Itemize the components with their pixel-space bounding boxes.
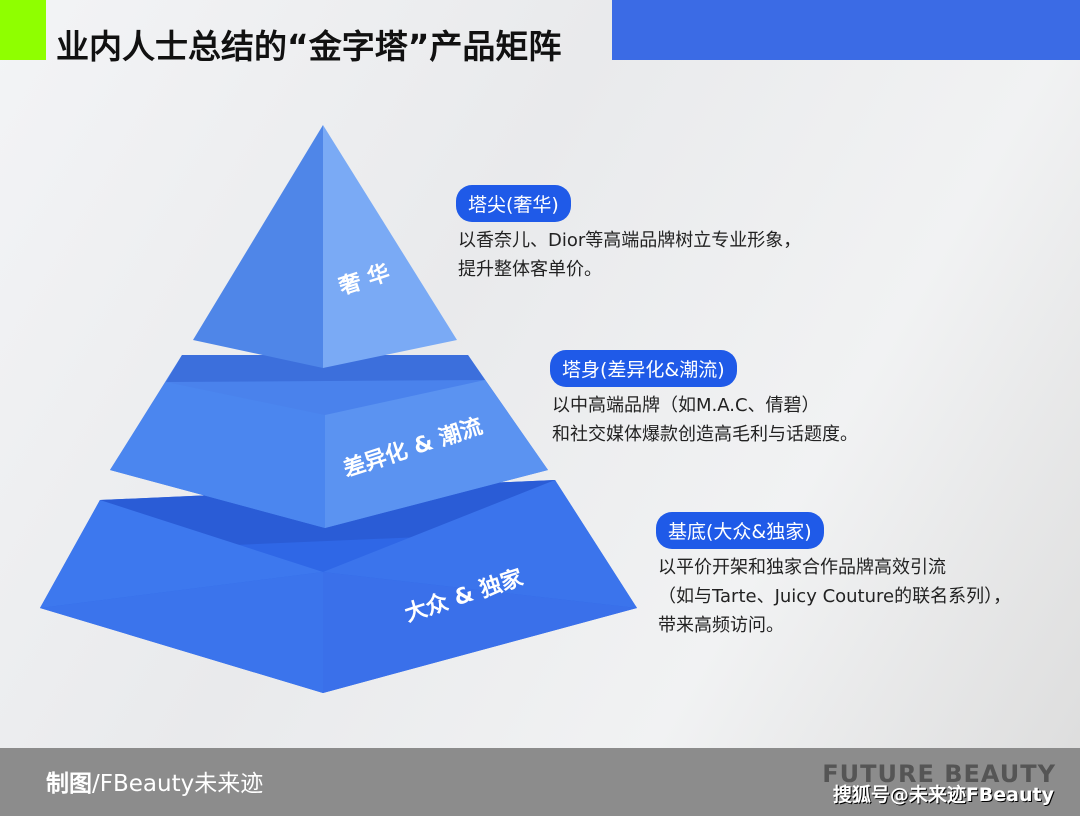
desc-line: 提升整体客单价。 [458, 259, 602, 280]
brand-logo: FUTURE BEAUTY [822, 760, 1056, 788]
desc-line: 以平价开架和独家合作品牌高效引流 [658, 557, 946, 578]
desc-line: 以中高端品牌（如M.A.C、倩碧） [552, 395, 820, 416]
credit-source: /FBeauty未来迹 [92, 771, 264, 797]
badge-base: 基底(大众&独家) [656, 512, 824, 549]
desc-middle: 以中高端品牌（如M.A.C、倩碧） 和社交媒体爆款创造高毛利与话题度。 [552, 391, 858, 449]
pyramid-top [193, 125, 457, 368]
desc-line: 和社交媒体爆款创造高毛利与话题度。 [552, 424, 858, 445]
credit: 制图/FBeauty未来迹 [46, 764, 263, 798]
badge-middle: 塔身(差异化&潮流) [550, 350, 737, 387]
header-bar [612, 0, 1080, 60]
desc-line: 带来高频访问。 [658, 615, 784, 636]
desc-top: 以香奈儿、Dior等高端品牌树立专业形象， 提升整体客单价。 [458, 226, 801, 284]
credit-label: 制图 [46, 771, 92, 797]
watermark: 搜狐号@未来迹FBeauty [832, 784, 1054, 806]
desc-line: （如与Tarte、Juicy Couture的联名系列）， [658, 586, 1012, 607]
badge-top: 塔尖(奢华) [456, 185, 571, 222]
desc-base: 以平价开架和独家合作品牌高效引流 （如与Tarte、Juicy Couture的… [658, 553, 1011, 640]
pyramid-base [40, 480, 637, 693]
desc-line: 以香奈儿、Dior等高端品牌树立专业形象， [458, 230, 802, 251]
page-title: 业内人士总结的“金字塔”产品矩阵 [56, 27, 562, 66]
accent-block [0, 0, 46, 60]
pyramid-middle [110, 355, 548, 528]
footer: 制图/FBeauty未来迹 FUTURE BEAUTY 搜狐号@未来迹FBeau… [0, 748, 1080, 816]
